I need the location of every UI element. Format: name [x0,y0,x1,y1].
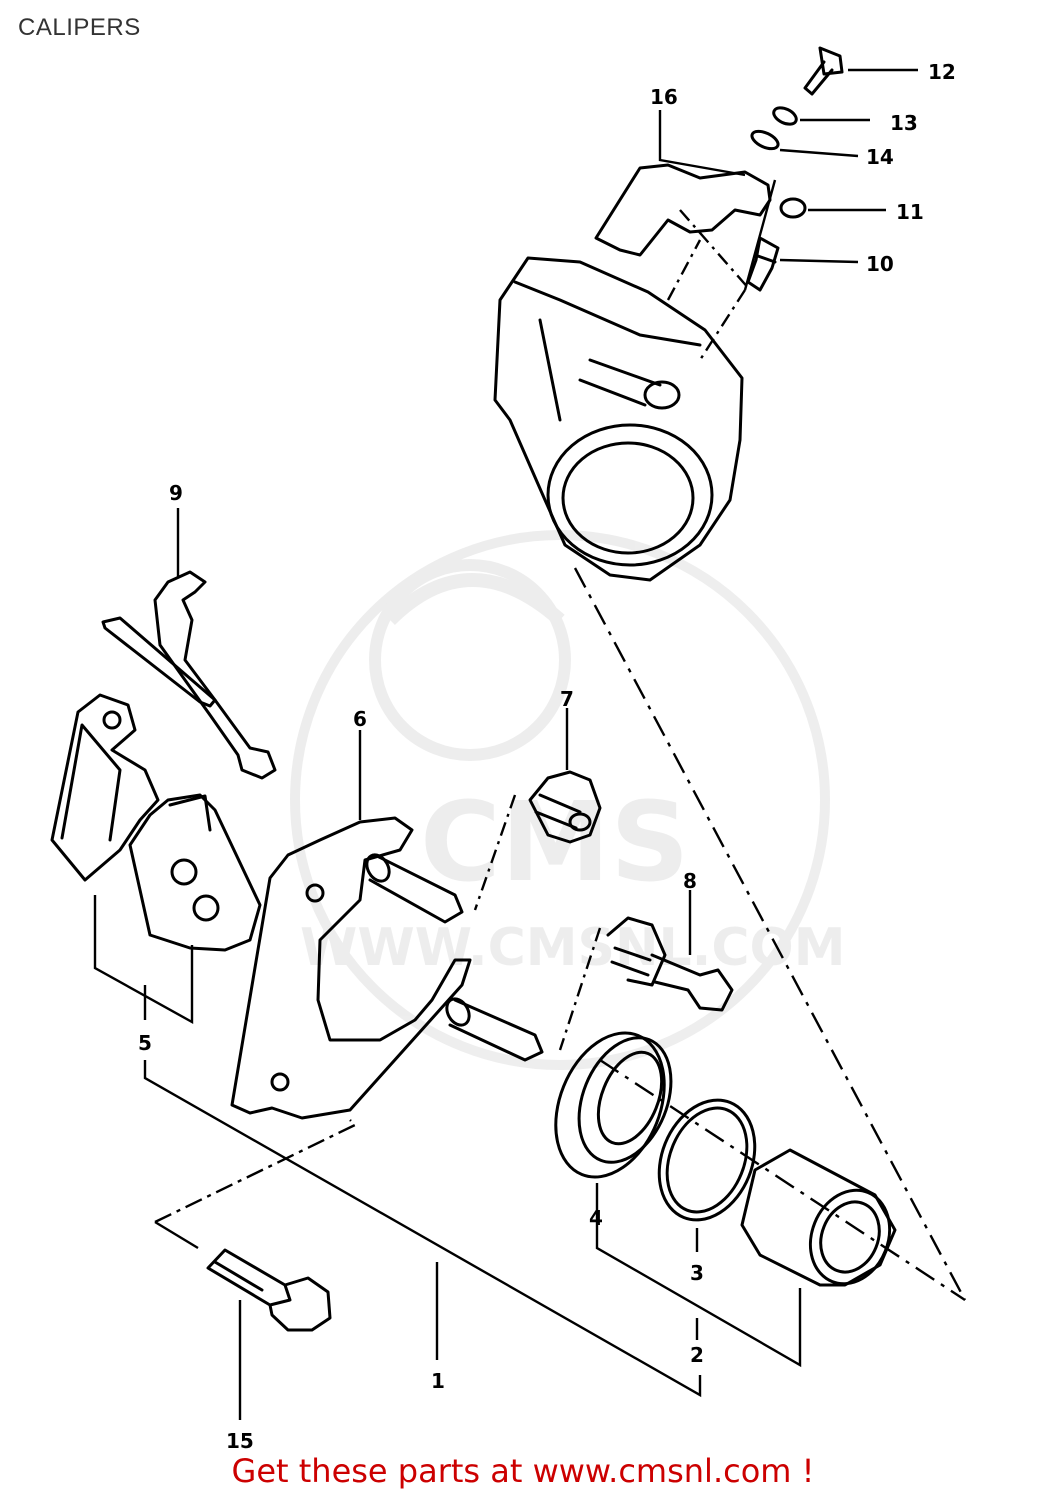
callout-16: 16 [650,85,678,109]
page-title: CALIPERS [18,14,141,41]
caliper-body-icon [493,256,744,582]
callout-labels: 12 13 14 11 10 16 9 7 6 8 5 4 3 2 1 15 [138,60,956,1453]
bleed-cap-11-icon [779,197,807,219]
watermark-brand: CMS [420,778,689,906]
slide-pin-8-icon [606,916,734,1012]
brake-pads-5-icon [50,693,262,952]
callout-4: 4 [589,1206,603,1230]
washer-14-icon [750,129,780,151]
dust-seal-3-icon [657,1098,757,1222]
callout-1: 1 [431,1369,445,1393]
callout-5: 5 [138,1031,152,1055]
bleed-screw-10-icon [746,236,780,292]
leader-lines [93,68,967,1420]
washer-13-icon [772,106,798,126]
boot-7-icon [528,770,602,844]
watermark-url: WWW.CMSNL.COM [300,918,845,978]
callout-9: 9 [169,481,183,505]
callout-6: 6 [353,707,367,731]
cover-16-icon [594,163,772,257]
pad-spring-9-icon [101,570,277,780]
piston-seal-4-icon [554,1031,673,1179]
bolt-12-icon [803,46,844,96]
footer-link[interactable]: Get these parts at www.cmsnl.com ! [231,1452,815,1490]
callout-15: 15 [226,1429,254,1453]
callout-2: 2 [690,1343,704,1367]
callout-7: 7 [560,687,574,711]
caliper-bracket-6-icon [230,816,544,1120]
callout-14: 14 [866,145,894,169]
callout-12: 12 [928,60,956,84]
piston-2-icon [740,1148,897,1287]
mounting-bolt-15-icon [206,1248,332,1332]
callout-13: 13 [890,111,918,135]
callout-3: 3 [690,1261,704,1285]
callout-8: 8 [683,869,697,893]
watermark: CMS WWW.CMSNL.COM [290,530,845,1070]
callout-11: 11 [896,200,924,224]
callout-10: 10 [866,252,894,276]
